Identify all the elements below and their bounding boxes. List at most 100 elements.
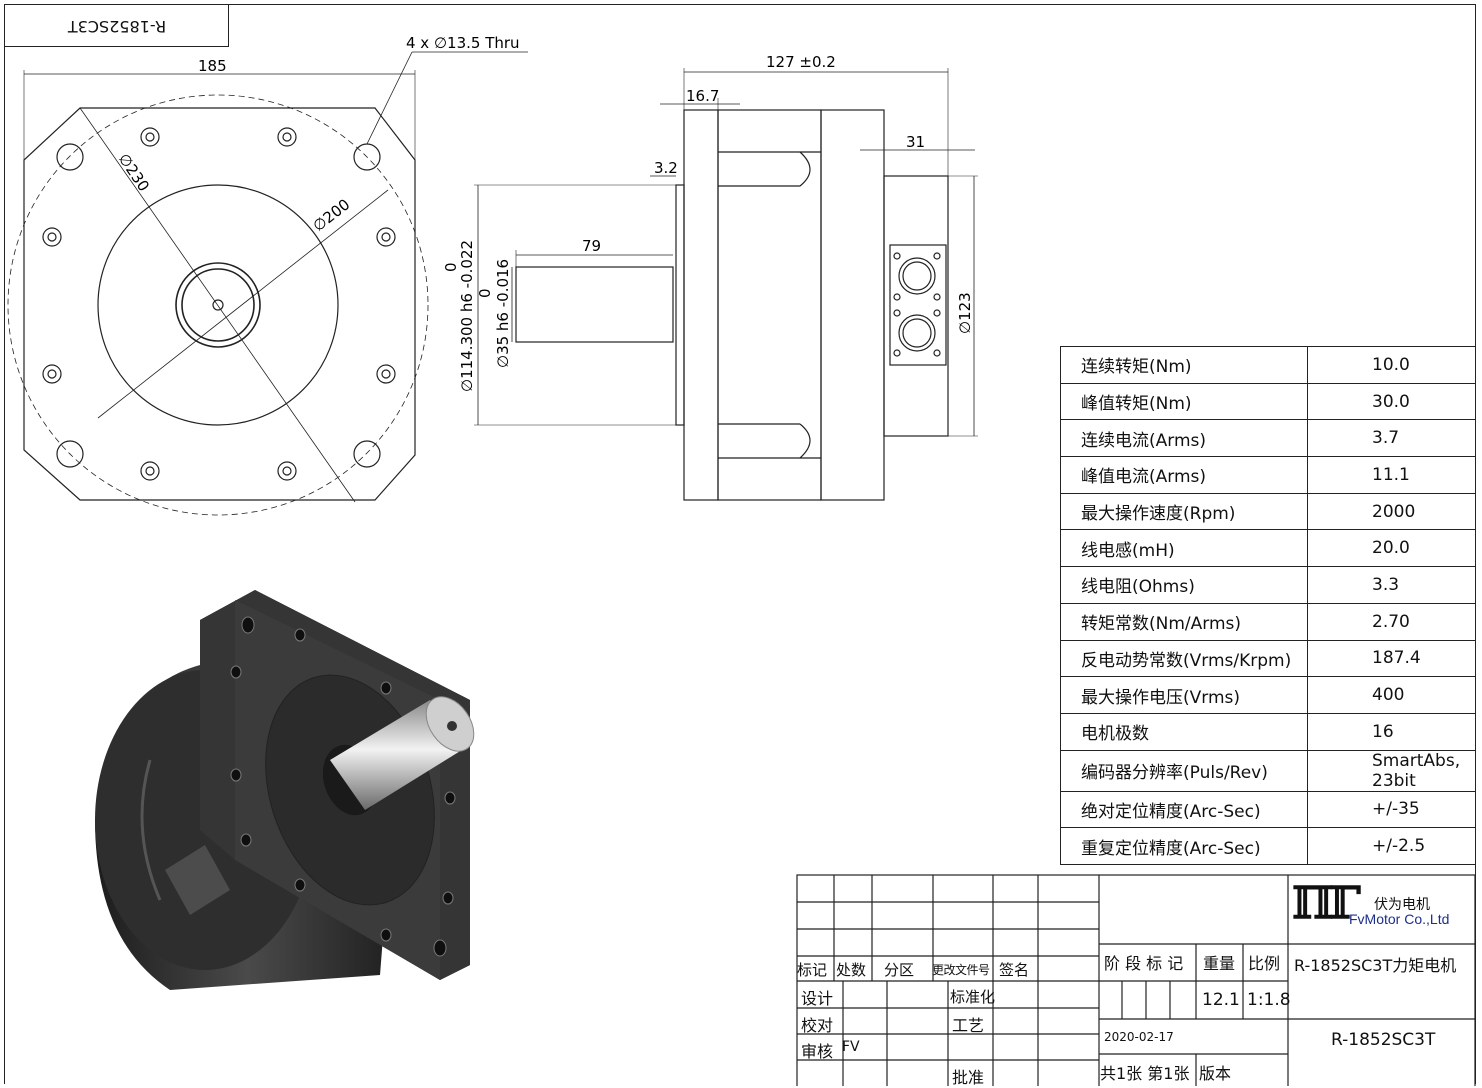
- spec-label: 峰值转矩(Nm): [1060, 382, 1308, 421]
- dim-body-dia-123: ∅123: [956, 292, 974, 334]
- mount-hole: [56, 143, 84, 171]
- dim-pilot-tol-zero: 0: [442, 262, 460, 272]
- tb-standardize: 标准化: [950, 988, 996, 1006]
- spec-value: 2000: [1307, 492, 1476, 531]
- tb-weight-label: 重量: [1203, 954, 1236, 973]
- spec-value: 16: [1307, 712, 1476, 751]
- spec-label: 最大操作速度(Rpm): [1060, 492, 1308, 531]
- dim-dia-230: ∅230: [115, 150, 153, 195]
- dim-pilot-3-2: 3.2: [654, 159, 678, 177]
- motor-3d-render: [95, 590, 475, 990]
- spec-label: 转矩常数(Nm/Arms): [1060, 602, 1308, 641]
- tb-sheets: 共1张 第1张: [1100, 1064, 1190, 1083]
- spec-row: 峰值电流(Arms)11.1: [1060, 456, 1476, 494]
- side-view-body: [717, 109, 822, 501]
- spec-row: 反电动势常数(Vrms/Krpm)187.4: [1060, 639, 1476, 678]
- title-block-grid: [796, 874, 1476, 1086]
- dim-connector-31: 31: [906, 133, 925, 151]
- company-logo-icon: ℿℾ: [1292, 878, 1361, 929]
- spec-value: 3.3: [1307, 566, 1476, 604]
- tb-product-name: R-1852SC3T力矩电机: [1294, 956, 1457, 975]
- side-view-connector-plate: [889, 244, 947, 366]
- dim-shaft-79: 79: [582, 237, 601, 255]
- spec-value: 3.7: [1307, 419, 1476, 458]
- dim-shaft-dia: ∅35 h6 -0.016: [494, 259, 512, 368]
- dim-length-127: 127 ±0.2: [766, 53, 836, 71]
- tb-version: 版本: [1199, 1064, 1232, 1083]
- front-view-pcd-circle: [7, 94, 429, 516]
- side-view-rear-body: [820, 109, 885, 501]
- tapped-holes: [42, 127, 396, 481]
- spec-label: 重复定位精度(Arc-Sec): [1060, 827, 1308, 865]
- dim-shaft-tol-zero: 0: [476, 288, 494, 298]
- front-view-hub-inner: [181, 268, 255, 342]
- tb-hdr-count: 处数: [836, 961, 867, 979]
- tb-part-number: R-1852SC3T: [1331, 1030, 1436, 1050]
- side-view-connector-housing: [883, 175, 949, 437]
- spec-value: 30.0: [1307, 382, 1476, 421]
- tb-scale-label: 比例: [1248, 954, 1281, 973]
- spec-value: 400: [1307, 676, 1476, 714]
- side-view-flange: [683, 109, 719, 501]
- spec-row: 线电阻(Ohms)3.3: [1060, 566, 1476, 604]
- dim-hole-note: 4 x ∅13.5 Thru: [406, 34, 520, 52]
- tb-scale: 1:1.8: [1247, 990, 1291, 1010]
- tb-review: 审核: [801, 1042, 834, 1061]
- front-view-flange-outline: [23, 107, 416, 501]
- spec-label: 连续转矩(Nm): [1060, 346, 1308, 384]
- tb-hdr-change-doc: 更改文件号: [932, 963, 990, 977]
- dim-pilot-dia: ∅114.300 h6 -0.022: [458, 240, 476, 392]
- spec-row: 编码器分辨率(Puls/Rev)SmartAbs, 23bit: [1060, 749, 1476, 792]
- mount-hole: [353, 440, 381, 468]
- spec-label: 反电动势常数(Vrms/Krpm): [1060, 639, 1308, 678]
- dim-width-185: 185: [198, 57, 227, 75]
- mount-hole: [56, 440, 84, 468]
- dim-dia-200: ∅200: [309, 195, 353, 235]
- drawing-frame: [4, 4, 1476, 1084]
- spec-row: 峰值转矩(Nm)30.0: [1060, 382, 1476, 421]
- spec-row: 最大操作电压(Vrms)400: [1060, 676, 1476, 714]
- spec-row: 最大操作速度(Rpm)2000: [1060, 492, 1476, 531]
- mirrored-title-box: R-1852SC3T: [5, 5, 229, 47]
- spec-value: 2.70: [1307, 602, 1476, 641]
- spec-label: 线电阻(Ohms): [1060, 566, 1308, 604]
- side-view-shaft: [515, 266, 674, 343]
- spec-value: 10.0: [1307, 346, 1476, 384]
- company-name-cn: 伏为电机: [1374, 897, 1430, 913]
- spec-row: 线电感(mH)20.0: [1060, 529, 1476, 568]
- tb-date: 2020-02-17: [1104, 1030, 1174, 1044]
- dim-flange-16-7: 16.7: [686, 87, 719, 105]
- spec-label: 线电感(mH): [1060, 529, 1308, 568]
- title-block: 标记 处数 分区 更改文件号 签名 设计 校对 审核 FV 标准化 工艺 批准 …: [796, 874, 1476, 1087]
- spec-row: 绝对定位精度(Arc-Sec)+/-35: [1060, 790, 1476, 829]
- spec-row: 连续电流(Arms)3.7: [1060, 419, 1476, 458]
- company-name-en: FvMotor Co.,Ltd: [1349, 911, 1450, 927]
- side-view-pilot: [675, 184, 685, 426]
- tb-design: 设计: [801, 989, 834, 1008]
- technical-drawing: 4 x ∅13.5 Thru 185 ∅230 ∅200 127 ±0.2 16…: [7, 34, 978, 990]
- tb-stage-mark: 阶 段 标 记: [1104, 954, 1184, 973]
- spec-row: 连续转矩(Nm)10.0: [1060, 346, 1476, 384]
- tb-hdr-zone: 分区: [884, 961, 915, 979]
- tb-check: 校对: [801, 1016, 834, 1035]
- front-view-shaft-center: [212, 299, 224, 311]
- tb-process: 工艺: [952, 1016, 985, 1035]
- spec-label: 连续电流(Arms): [1060, 419, 1308, 458]
- spec-value: 20.0: [1307, 529, 1476, 568]
- spec-row: 转矩常数(Nm/Arms)2.70: [1060, 602, 1476, 641]
- spec-label: 最大操作电压(Vrms): [1060, 676, 1308, 714]
- tb-reviewer: FV: [842, 1039, 860, 1055]
- tb-hdr-mark: 标记: [797, 961, 828, 979]
- front-view-pilot-circle: [97, 184, 339, 426]
- spec-row: 重复定位精度(Arc-Sec)+/-2.5: [1060, 827, 1476, 865]
- spec-value: SmartAbs, 23bit: [1307, 749, 1476, 792]
- tb-hdr-sign: 签名: [999, 961, 1030, 979]
- spec-label: 绝对定位精度(Arc-Sec): [1060, 790, 1308, 829]
- spec-label: 峰值电流(Arms): [1060, 456, 1308, 494]
- spec-value: +/-35: [1307, 790, 1476, 829]
- spec-value: 187.4: [1307, 639, 1476, 678]
- tb-approve: 批准: [952, 1068, 985, 1087]
- spec-label: 编码器分辨率(Puls/Rev): [1060, 749, 1308, 792]
